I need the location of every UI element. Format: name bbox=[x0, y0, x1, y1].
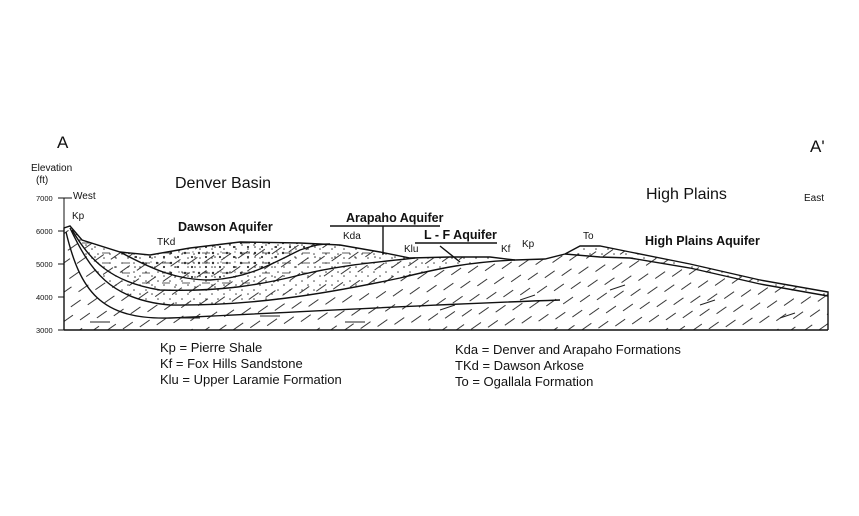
section-start-label: A bbox=[57, 133, 69, 152]
arapaho-aquifer-label: Arapaho Aquifer bbox=[346, 211, 444, 225]
legend-item-ogallala: To = Ogallala Formation bbox=[455, 374, 594, 389]
legend-item-denver-arapaho: Kda = Denver and Arapaho Formations bbox=[455, 342, 681, 357]
east-label: East bbox=[804, 193, 825, 204]
legend-item-pierre-shale: Kp = Pierre Shale bbox=[160, 340, 263, 355]
high-plains-title: High Plains bbox=[646, 186, 727, 203]
shale-symbols bbox=[90, 284, 796, 323]
elevation-tick-label: 6000 bbox=[36, 227, 53, 236]
unit-label-kda: Kda bbox=[343, 231, 361, 242]
unit-label-kf: Kf bbox=[501, 244, 511, 255]
legend-item-dawson-arkose: TKd = Dawson Arkose bbox=[455, 358, 584, 373]
elevation-tick-label: 5000 bbox=[36, 260, 53, 269]
unit-label-tkd: TKd bbox=[157, 237, 176, 248]
unit-label-klu: Klu bbox=[404, 244, 419, 255]
unit-label-to: To bbox=[583, 231, 594, 242]
section-end-label: A' bbox=[810, 137, 825, 156]
dawson-aquifer-label: Dawson Aquifer bbox=[178, 220, 273, 234]
high-plains-aquifer-label: High Plains Aquifer bbox=[645, 234, 760, 248]
elevation-label-line2: (ft) bbox=[36, 175, 49, 186]
west-label: West bbox=[73, 191, 96, 202]
elevation-tick-label: 4000 bbox=[36, 293, 53, 302]
legend-item-upper-laramie: Klu = Upper Laramie Formation bbox=[160, 372, 342, 387]
section-outlines bbox=[63, 225, 829, 331]
elevation-tick-label: 7000 bbox=[36, 194, 53, 203]
legend-item-fox-hills: Kf = Fox Hills Sandstone bbox=[160, 356, 303, 371]
unit-label-kp-west: Kp bbox=[72, 211, 85, 222]
denver-basin-title: Denver Basin bbox=[175, 175, 272, 192]
lf-aquifer-label: L - F Aquifer bbox=[424, 228, 497, 242]
ogallala-unit bbox=[565, 246, 828, 296]
unit-label-kp-east: Kp bbox=[522, 239, 535, 250]
elevation-tick-label: 3000 bbox=[36, 326, 53, 335]
elevation-label-line1: Elevation bbox=[31, 163, 73, 174]
